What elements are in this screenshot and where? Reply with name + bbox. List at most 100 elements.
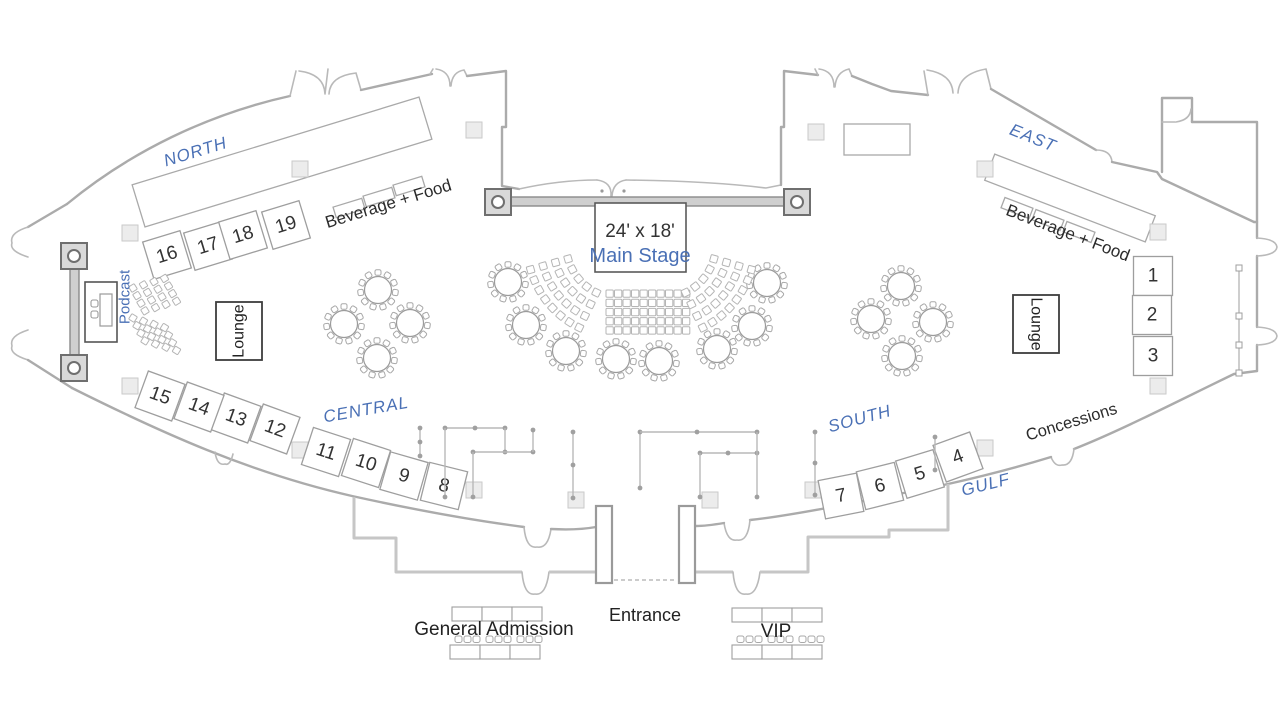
booth-15[interactable]: 15: [134, 370, 186, 422]
queue-dot: [932, 434, 938, 440]
theater-seat: [718, 290, 729, 301]
theater-seat: [665, 289, 674, 298]
round-table[interactable]: [850, 298, 892, 340]
wall-east-room: [1160, 96, 1194, 174]
round-table[interactable]: [881, 335, 923, 377]
theater-seat: [673, 289, 682, 298]
round-table[interactable]: [880, 265, 922, 307]
lounge-west[interactable]: Lounge: [215, 301, 263, 361]
podcast-audience-chair: [136, 328, 146, 338]
podcast-audience-chair: [140, 336, 150, 346]
general-admission-table: [509, 644, 541, 660]
chair: [415, 304, 424, 313]
theater-seat: [656, 289, 665, 298]
chair: [422, 311, 430, 320]
theater-seat: [686, 299, 697, 310]
podcast-audience-chair: [167, 289, 178, 299]
theater-seat: [614, 317, 623, 326]
theater-seat: [704, 286, 715, 297]
chair: [946, 320, 954, 329]
podcast-audience-chair: [171, 296, 182, 306]
vip-chair: [807, 635, 816, 643]
chair: [722, 330, 731, 339]
vip-chair: [736, 635, 745, 643]
lounge-east[interactable]: Lounge: [1012, 294, 1060, 354]
chair: [914, 284, 922, 293]
door-pivot-dot: [622, 189, 626, 193]
booth-1[interactable]: 1: [1132, 255, 1174, 297]
table-top: [329, 309, 359, 339]
wall-east-diagonal: [989, 87, 1098, 152]
round-table[interactable]: [731, 305, 773, 347]
booth-2[interactable]: 2: [1131, 294, 1173, 336]
table-top: [702, 334, 732, 364]
door-north-left: [289, 68, 362, 97]
round-table[interactable]: [696, 328, 738, 370]
theater-seat: [614, 298, 623, 308]
round-table[interactable]: [746, 262, 788, 304]
column-marker: [465, 121, 483, 139]
vip-label: VIP: [761, 621, 792, 642]
podcast-truss-ring-top: [67, 249, 81, 263]
chair: [671, 349, 679, 358]
booth-6[interactable]: 6: [855, 461, 905, 511]
chair: [579, 349, 587, 358]
podcast-audience-chair: [153, 327, 163, 337]
booth-14[interactable]: 14: [173, 381, 225, 433]
booth-4[interactable]: 4: [932, 431, 984, 483]
round-table[interactable]: [356, 337, 398, 379]
vip-chair: [798, 635, 807, 643]
door-stage-center: [596, 179, 627, 197]
chair: [906, 267, 915, 276]
round-table[interactable]: [389, 302, 431, 344]
chair: [883, 307, 891, 316]
queue-dot: [754, 494, 760, 500]
round-table[interactable]: [638, 340, 680, 382]
round-table[interactable]: [505, 304, 547, 346]
chair: [780, 281, 788, 290]
theater-seat: [665, 317, 674, 326]
round-table[interactable]: [487, 261, 529, 303]
round-table[interactable]: [323, 303, 365, 345]
booth-10[interactable]: 10: [340, 437, 392, 489]
round-table[interactable]: [595, 338, 637, 380]
chair: [575, 358, 584, 367]
booth-18[interactable]: 18: [217, 209, 269, 261]
booth-3[interactable]: 3: [1132, 335, 1174, 377]
chair: [571, 332, 580, 341]
chair: [639, 349, 647, 358]
chair: [383, 271, 392, 280]
round-table[interactable]: [912, 301, 954, 343]
booth-11[interactable]: 11: [300, 426, 352, 478]
theater-seat: [698, 273, 709, 284]
booth-16[interactable]: 16: [141, 229, 193, 281]
booth-7[interactable]: 7: [817, 472, 865, 520]
beverage-food-east-tables: [983, 153, 1157, 244]
booth-17[interactable]: 17: [182, 220, 234, 272]
chair: [360, 297, 369, 306]
main-stage[interactable]: 24' x 18' Main Stage: [589, 202, 691, 273]
chair: [628, 347, 636, 356]
vip-chair: [776, 635, 785, 643]
chair: [884, 363, 893, 372]
queue-dot: [932, 467, 938, 473]
booth-9[interactable]: 9: [379, 451, 429, 501]
booth-outline: [1131, 294, 1173, 336]
booth-5[interactable]: 5: [894, 448, 946, 500]
chair: [390, 311, 398, 320]
column-marker: [807, 123, 825, 141]
chair: [880, 284, 888, 293]
booth-19[interactable]: 19: [260, 199, 312, 251]
chair: [757, 307, 766, 316]
round-table[interactable]: [545, 330, 587, 372]
booth-number: 3: [1148, 346, 1159, 367]
venue-walls: [10, 68, 1278, 595]
chair: [527, 338, 535, 346]
booth-12[interactable]: 12: [249, 403, 301, 455]
booth-8[interactable]: 8: [419, 461, 469, 511]
round-table[interactable]: [357, 269, 399, 311]
general-admission-chair: [494, 635, 503, 643]
door-inner-right: [723, 519, 751, 541]
door-left-tip-lower: [10, 329, 29, 361]
chair: [607, 372, 615, 380]
